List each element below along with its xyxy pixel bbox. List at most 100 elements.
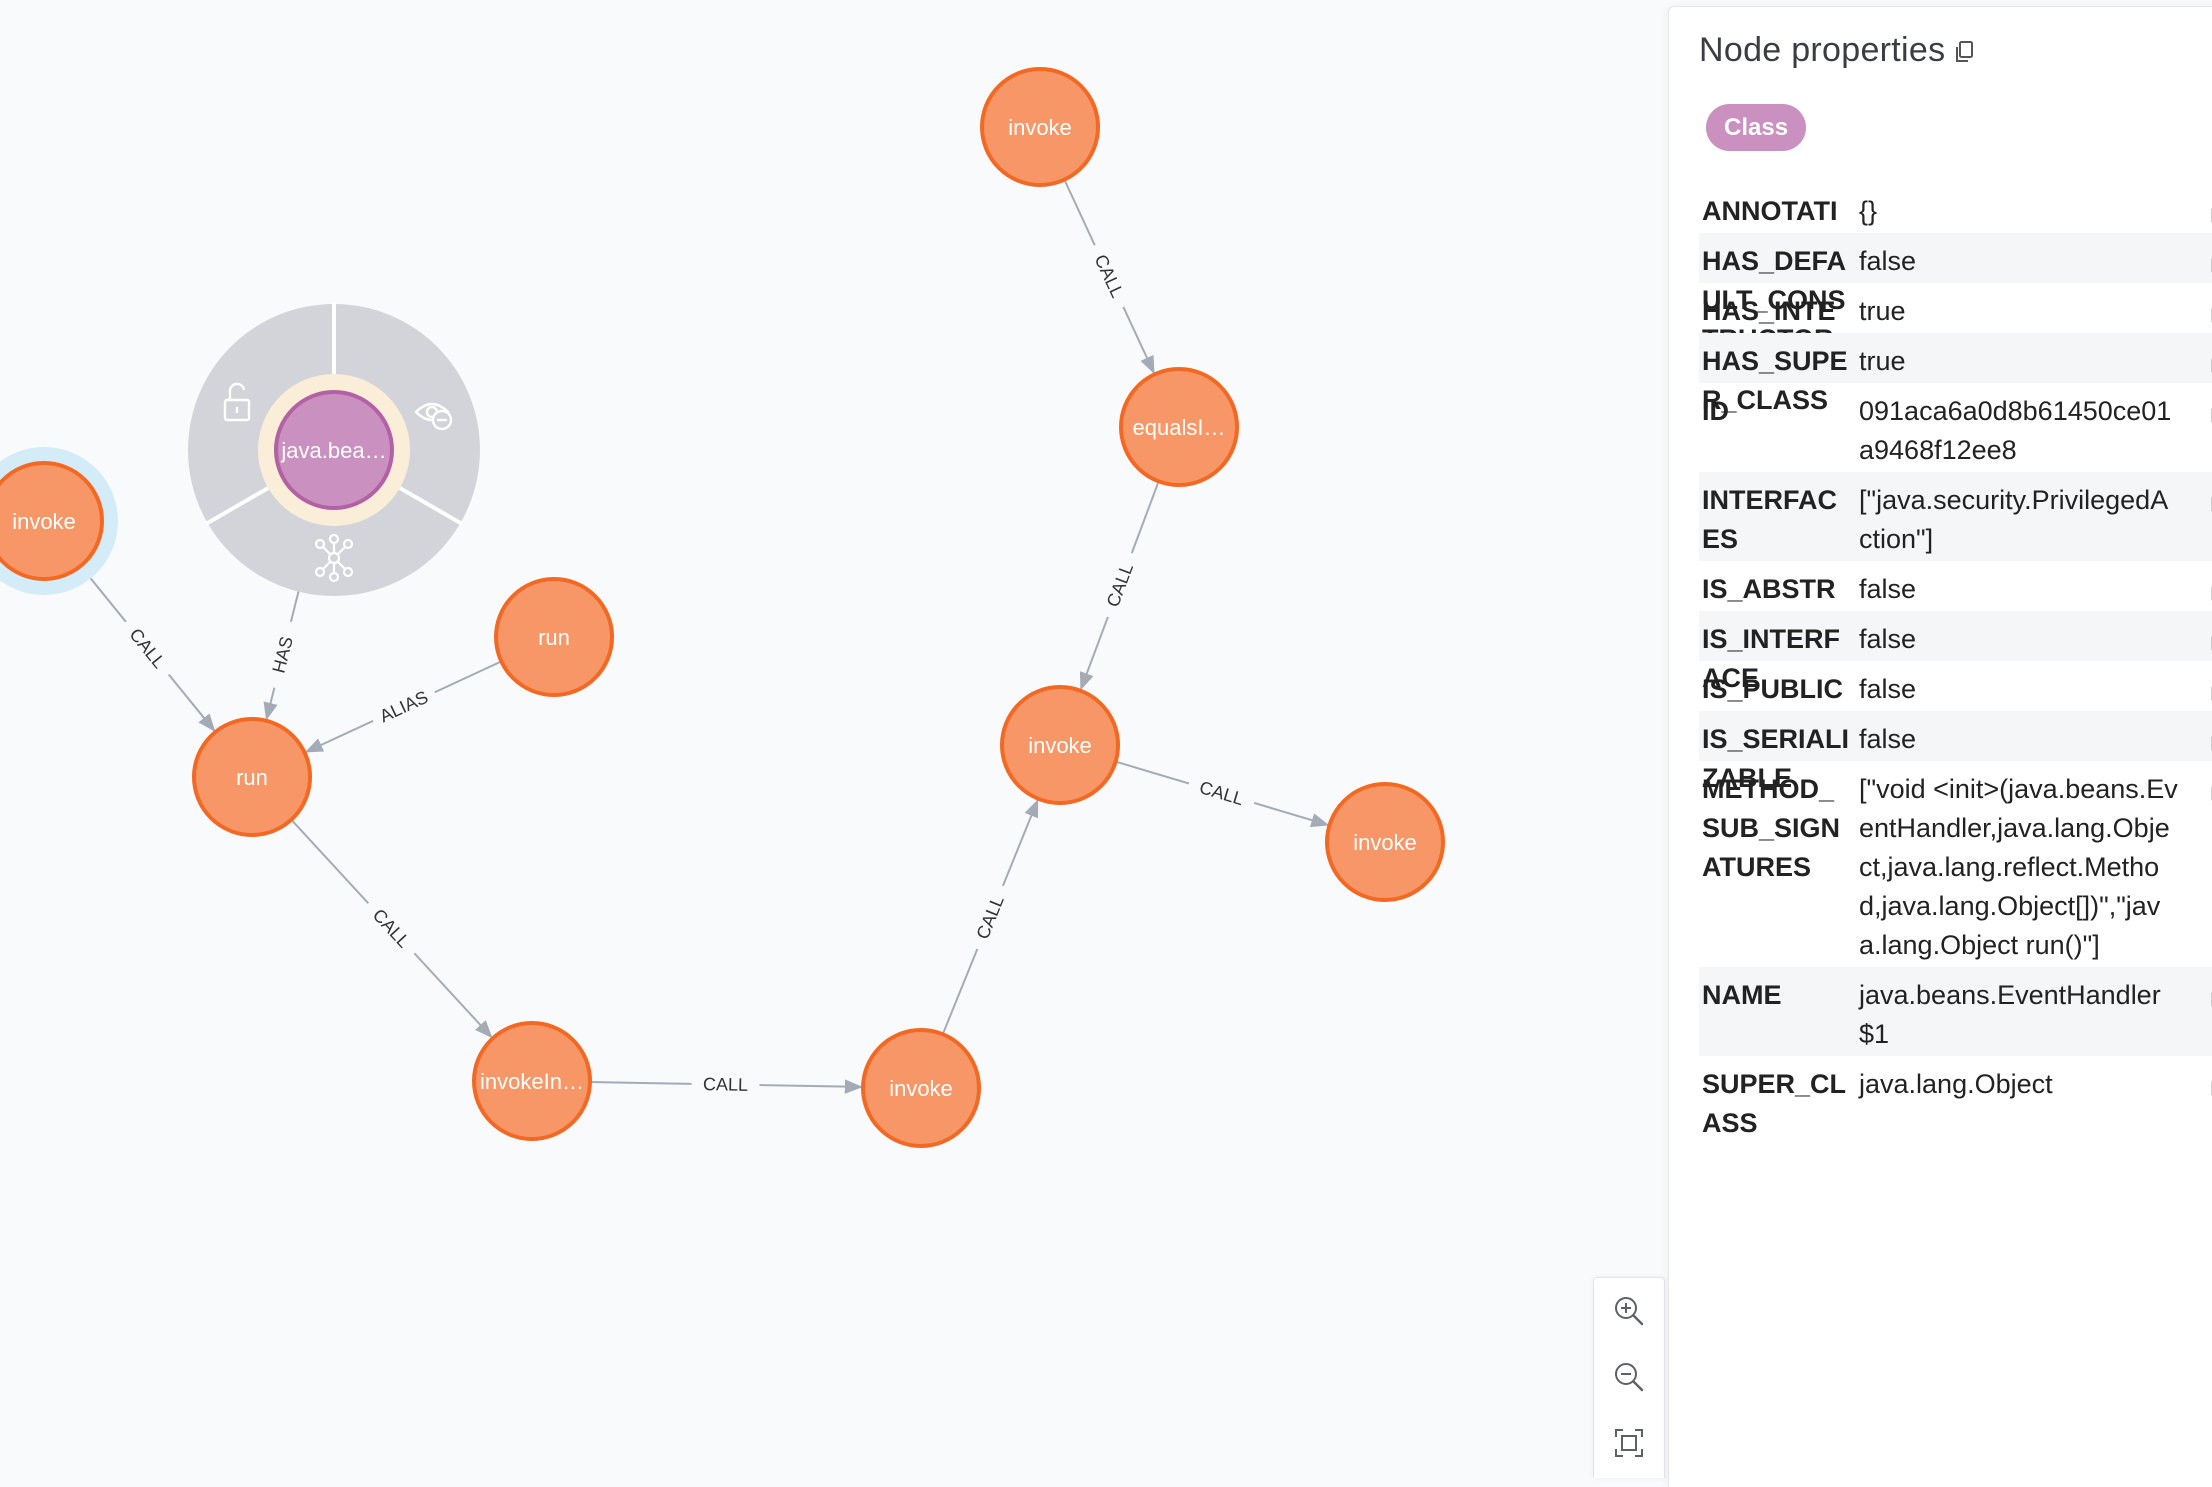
node-label: invoke xyxy=(1028,733,1092,758)
properties-table: ANNOTATIONS{}HAS_DEFAULT_CONSTRUCTORfals… xyxy=(1699,183,2212,1138)
property-key: IS_PUBLIC xyxy=(1702,674,1844,704)
graph-node[interactable]: invoke xyxy=(980,67,1100,187)
property-key: IS_INTERFACE xyxy=(1702,624,1841,693)
node-label: invoke xyxy=(12,509,76,534)
property-value: ["void <init>(java.beans.EventHandler,ja… xyxy=(1859,774,2178,960)
property-value: false xyxy=(1859,246,1917,276)
property-row: HAS_INTERFACEStrue xyxy=(1699,283,2212,365)
relationship-edge[interactable]: CALL xyxy=(1115,760,1330,828)
node-label: invoke xyxy=(889,1076,953,1101)
zoom-controls xyxy=(1593,1277,1665,1478)
property-value: true xyxy=(1859,346,1906,376)
property-key: HAS_SUPER_CLASS xyxy=(1702,346,1848,415)
property-key: INTERFACES xyxy=(1702,485,1837,554)
relationship-edge[interactable]: CALL xyxy=(1063,179,1155,375)
ring-menu-divider xyxy=(204,486,270,526)
property-key: NAME xyxy=(1702,980,1782,1010)
edge-label: HAS xyxy=(268,634,296,675)
property-value: java.beans.EventHandler$1 xyxy=(1859,980,2161,1049)
edge-label-bg xyxy=(965,881,1015,954)
node-circle xyxy=(472,1021,592,1141)
ring-menu-divider xyxy=(398,486,464,526)
property-key: ID xyxy=(1702,396,1729,426)
property-row: IS_INTERFACE false xyxy=(1699,611,2212,693)
graph-canvas[interactable]: CALL CALL CALL CALL CALL CALL ALIAS CALL HAS inv… xyxy=(0,0,1668,1472)
property-row: IS_ABSTRACTfalse xyxy=(1699,561,2212,643)
graph-node[interactable]: invoke xyxy=(1000,685,1120,805)
property-value: java.lang.Object xyxy=(1859,1069,2053,1099)
zoom-in-icon xyxy=(1615,1297,1644,1326)
zoom-out-button[interactable] xyxy=(1594,1344,1664,1410)
node-circle xyxy=(1119,367,1239,487)
property-row: INTERFACES ["java.security.PrivilegedActi… xyxy=(1699,472,2212,561)
zoom-out-icon xyxy=(1615,1363,1644,1392)
node-label: run xyxy=(538,625,570,650)
graph-node[interactable]: invoke xyxy=(0,447,118,595)
property-row: HAS_SUPER_CLASS true xyxy=(1699,333,2212,415)
graph-node[interactable]: invokeIn… xyxy=(472,1021,592,1141)
property-value: false xyxy=(1859,574,1917,604)
property-key: IS_SERIALIZABLE xyxy=(1702,724,1850,793)
node-circle xyxy=(192,717,312,837)
property-value: false xyxy=(1859,674,1917,704)
relationship-edge[interactable]: CALL xyxy=(79,565,216,732)
graph-node[interactable]: invoke xyxy=(1325,782,1445,902)
node-label: invokeIn… xyxy=(480,1069,584,1094)
fit-screen-icon xyxy=(1615,1429,1643,1457)
property-value: false xyxy=(1859,724,1917,754)
node-label: run xyxy=(236,765,268,790)
edge-label: CALL xyxy=(703,1074,748,1095)
property-row: ID 091aca6a0d8b61450ce01a9468f12ee8 xyxy=(1699,383,2212,472)
relationship-edge[interactable]: CALL xyxy=(290,818,493,1039)
node-label: java.bea… xyxy=(280,438,386,463)
edge-label-bg xyxy=(367,680,441,733)
property-value: 091aca6a0d8b61450ce01a9468f12ee8 xyxy=(1859,396,2172,465)
property-row: NAME java.beans.EventHandler$1 xyxy=(1699,967,2212,1056)
edge-label-bg xyxy=(261,618,304,691)
node-label-badge[interactable]: Class xyxy=(1706,104,1807,151)
node-circle xyxy=(980,67,1100,187)
relationship-edge[interactable]: CALL xyxy=(1079,480,1160,691)
edge-label-bg xyxy=(1082,239,1136,313)
node-label: invoke xyxy=(1008,115,1072,140)
node-properties-panel: Node properties Class ANNOTATIONS{}HAS_D… xyxy=(1668,6,2212,1487)
property-row: IS_PUBLIC false xyxy=(1699,661,2212,711)
property-row: IS_SERIALIZABLE false xyxy=(1699,711,2212,793)
hide-node-icon[interactable] xyxy=(414,402,453,431)
property-value: ["java.security.PrivilegedAction"] xyxy=(1859,485,2169,554)
graph-node[interactable]: equalsI… xyxy=(1119,367,1239,487)
edge-label-bg xyxy=(358,894,424,963)
relationship-edge[interactable]: CALL xyxy=(941,798,1039,1035)
property-value: true xyxy=(1859,296,1906,326)
graph-node[interactable]: invoke xyxy=(861,1028,981,1148)
zoom-in-button[interactable] xyxy=(1594,1278,1664,1344)
node-label: equalsI… xyxy=(1133,415,1226,440)
relationship-edge[interactable]: HAS xyxy=(261,590,304,721)
graph-svg[interactable]: CALL CALL CALL CALL CALL CALL ALIAS CALL HAS inv… xyxy=(0,0,1668,1472)
relationship-edge[interactable]: ALIAS xyxy=(304,660,502,753)
property-value: {} xyxy=(1859,196,1878,226)
relationship-edge[interactable]: CALL xyxy=(589,1070,863,1099)
property-row: ANNOTATIONS{} xyxy=(1699,183,2212,265)
edge-label-bg xyxy=(1185,771,1258,816)
edge-label-bg xyxy=(691,1070,760,1099)
node-circle xyxy=(0,461,104,581)
node-circle xyxy=(861,1028,981,1148)
node-circle xyxy=(1000,685,1120,805)
panel-title: Node properties xyxy=(1699,31,1946,69)
graph-node[interactable]: run xyxy=(494,577,614,697)
property-key: METHOD_SUB_SIGNATURES xyxy=(1702,774,1841,882)
copy-icon[interactable] xyxy=(1953,40,1975,69)
property-row: HAS_DEFAULT_CONSTRUCTORfalse xyxy=(1699,233,2212,354)
expand-relationships-icon[interactable] xyxy=(314,533,354,583)
graph-node[interactable]: run xyxy=(192,717,312,837)
node-circle xyxy=(1325,782,1445,902)
fit-to-screen-button[interactable] xyxy=(1594,1410,1664,1476)
unlock-icon[interactable] xyxy=(223,382,251,422)
property-value: false xyxy=(1859,624,1917,654)
node-circle xyxy=(494,577,614,697)
property-row: METHOD_SUB_SIGNATURES["void <init>(java.… xyxy=(1699,761,2212,967)
node-circle xyxy=(274,390,394,510)
graph-node-selected[interactable]: java.bea… xyxy=(274,390,394,510)
